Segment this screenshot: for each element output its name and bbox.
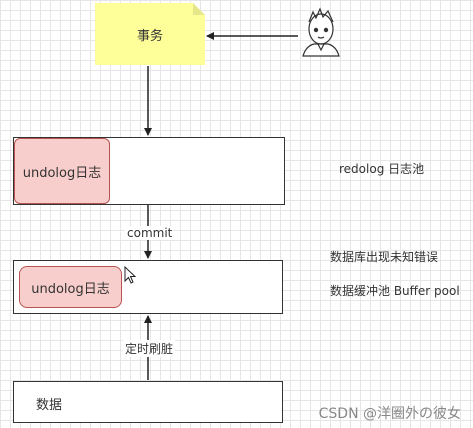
transaction-label: 事务 bbox=[136, 28, 163, 44]
data-store-box[interactable]: 数据 bbox=[13, 381, 283, 423]
transaction-note[interactable]: 事务 bbox=[95, 3, 205, 65]
data-store-label: 数据 bbox=[36, 398, 63, 413]
buffer-pool-label: 数据缓冲池 Buffer pool bbox=[330, 284, 460, 298]
error-note-label: 数据库出现未知错误 bbox=[330, 250, 439, 264]
undolog-block-bottom[interactable]: undolog日志 bbox=[19, 266, 122, 308]
undolog-bottom-label: undolog日志 bbox=[31, 281, 110, 297]
watermark-text: CSDN @洋圈外の彼女 bbox=[318, 406, 461, 422]
undolog-block-top[interactable]: undolog日志 bbox=[14, 138, 110, 204]
commit-label: commit bbox=[125, 226, 175, 240]
redolog-pool-label: redolog 日志池 bbox=[339, 162, 425, 176]
flush-label: 定时刷脏 bbox=[123, 340, 176, 357]
undolog-top-label: undolog日志 bbox=[22, 165, 102, 181]
